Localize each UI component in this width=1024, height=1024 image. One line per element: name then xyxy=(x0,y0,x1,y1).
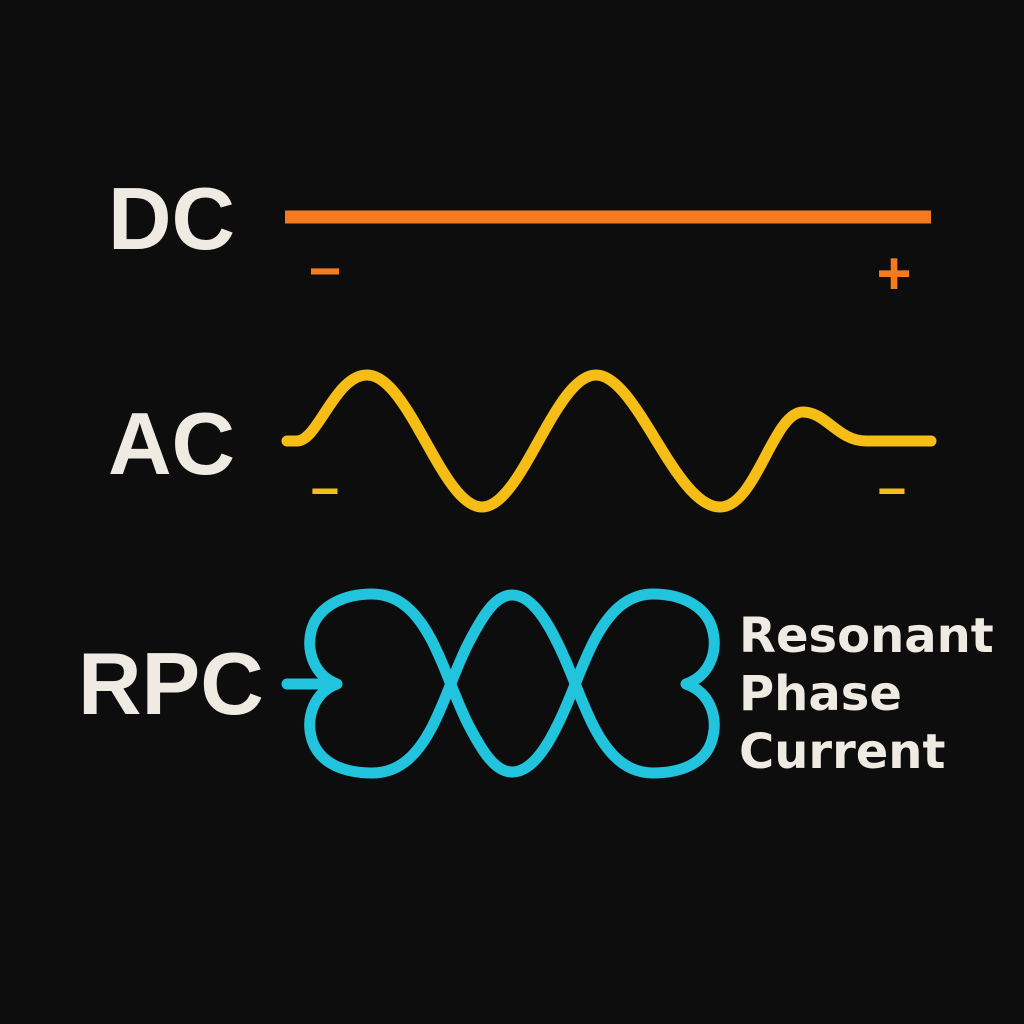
ac-label: AC xyxy=(108,394,235,493)
ac-wave xyxy=(281,369,937,513)
ac-minus-sign-left: − xyxy=(310,463,339,519)
rpc-caption: Resonant Phase Current xyxy=(739,608,994,780)
dc-row: DC − + xyxy=(108,169,931,307)
rpc-caption-line-2: Phase xyxy=(739,666,902,722)
rpc-resonant-loop xyxy=(304,588,720,779)
dc-plus-sign: + xyxy=(876,240,911,307)
rpc-label: RPC xyxy=(78,634,264,733)
rpc-caption-line-1: Resonant xyxy=(739,608,994,664)
rpc-caption-line-3: Current xyxy=(739,724,945,780)
ac-minus-sign-right: − xyxy=(877,463,906,519)
dc-label: DC xyxy=(108,169,235,268)
ac-row: AC − − xyxy=(108,369,937,519)
rpc-row: RPC Resonant Phase Current xyxy=(78,588,994,780)
dc-minus-sign: − xyxy=(309,239,342,302)
